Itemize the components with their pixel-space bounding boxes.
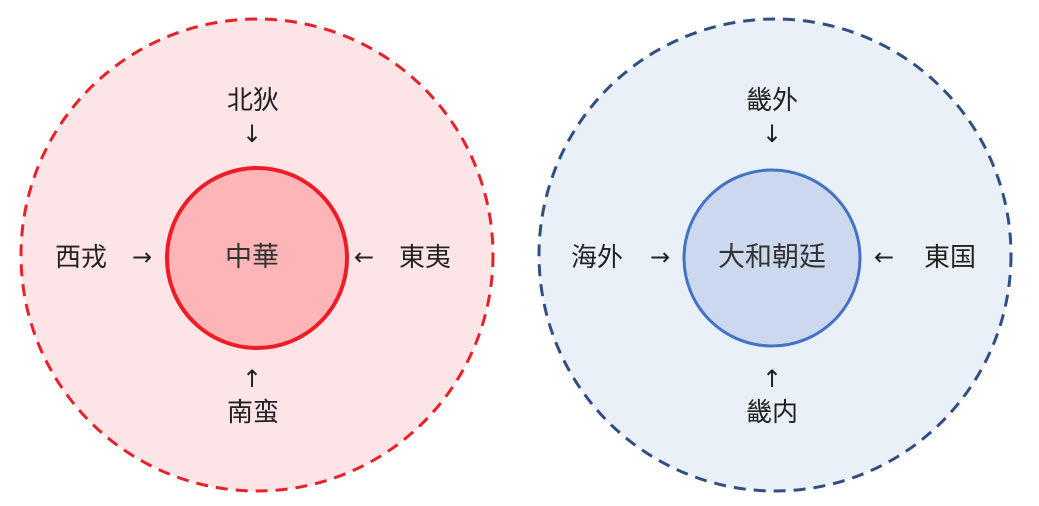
arrow-left-right: ← [873, 243, 895, 271]
label-north-left: 北狄 [226, 86, 280, 116]
label-east-left: 東夷 [398, 243, 452, 273]
label-west-left: 西戎 [54, 243, 108, 273]
arrow-up-right: ↑ [761, 365, 783, 393]
label-east-right: 東国 [923, 243, 977, 273]
label-north-right: 畿外 [745, 86, 799, 116]
arrow-right-left: → [131, 243, 153, 271]
center-label-left: 中華 [225, 242, 279, 273]
inner-circle-yamato [682, 168, 862, 348]
label-west-right: 海外 [570, 243, 624, 273]
arrow-up-left: ↑ [241, 365, 263, 393]
label-south-right: 畿内 [745, 398, 799, 428]
arrow-down-right: ↓ [761, 120, 783, 148]
label-south-left: 南蛮 [226, 398, 280, 428]
arrow-right-right: → [649, 243, 671, 271]
arrow-left-left: ← [353, 243, 375, 271]
center-label-right: 大和朝廷 [718, 242, 826, 273]
inner-circle-chuka [165, 166, 349, 350]
arrow-down-left: ↓ [241, 120, 263, 148]
